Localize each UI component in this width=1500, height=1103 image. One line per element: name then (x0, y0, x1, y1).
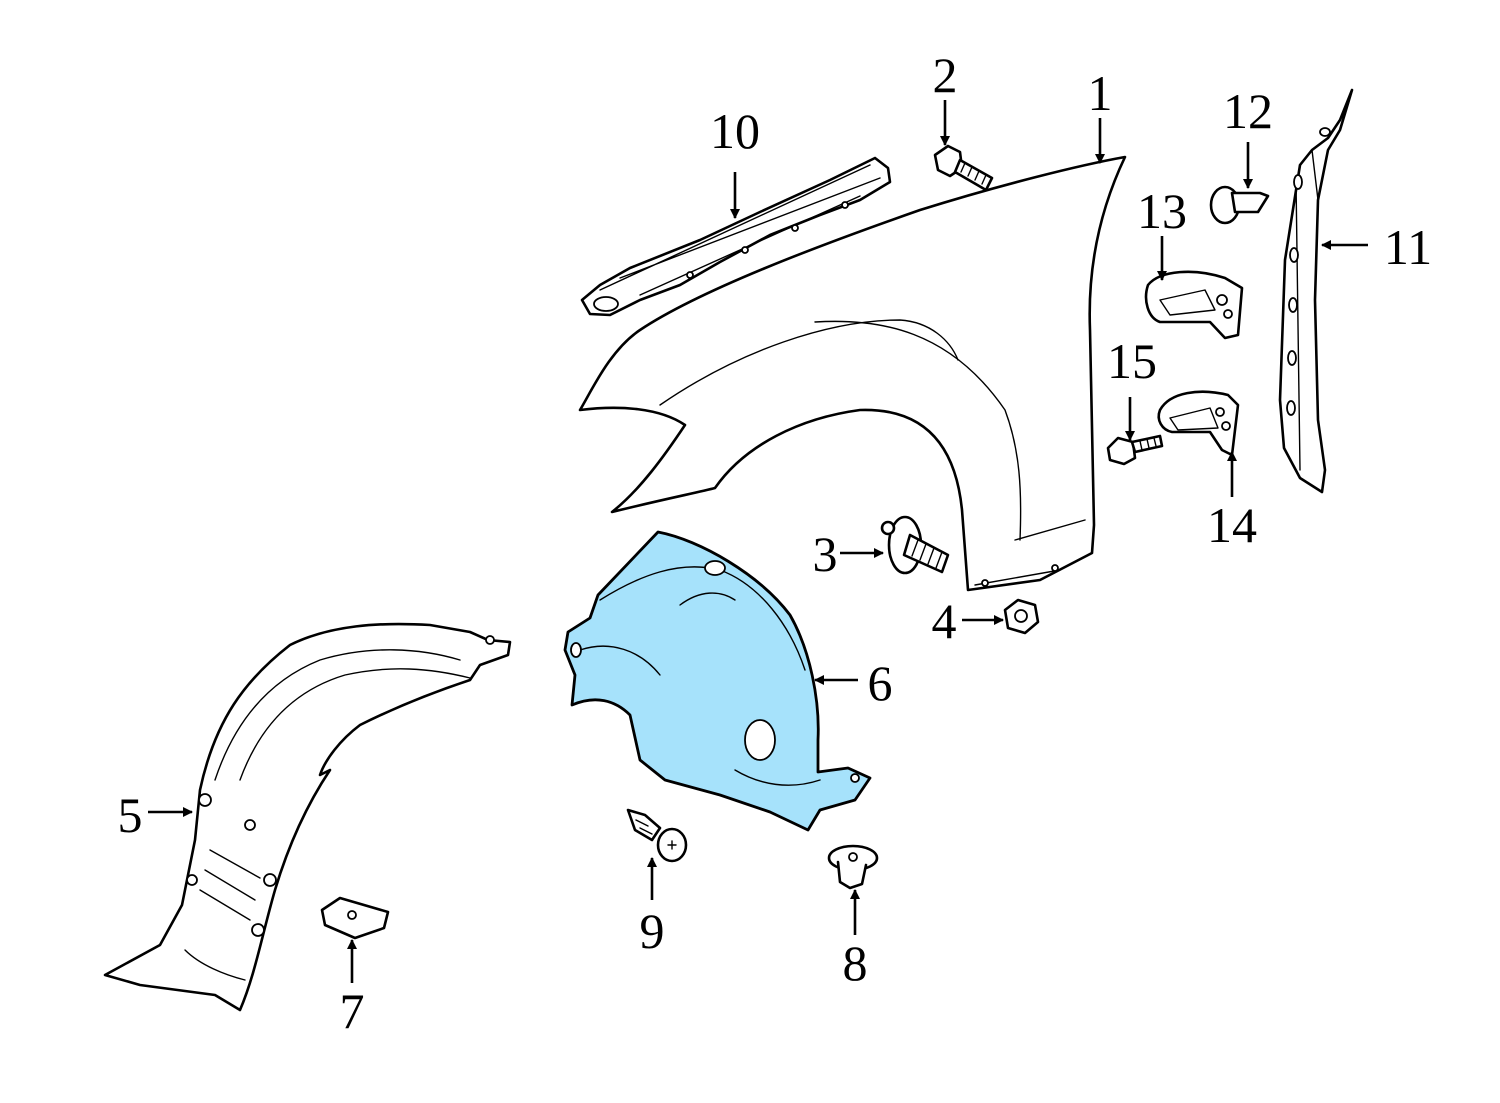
callout-12: 12 (1223, 83, 1273, 139)
callout-9: 9 (640, 903, 665, 959)
callout-14: 14 (1207, 497, 1257, 553)
callout-15: 15 (1107, 333, 1157, 389)
callout-3: 3 (813, 526, 838, 582)
part-3-stud-bolt[interactable] (880, 515, 950, 575)
callout-4: 4 (932, 593, 957, 649)
callout-13: 13 (1137, 183, 1187, 239)
part-6-splash-shield[interactable] (563, 530, 872, 832)
part-9-push-retainer[interactable] (626, 808, 688, 863)
part-1-fender[interactable] (578, 155, 1127, 592)
leader-lines (148, 100, 1368, 983)
callout-5: 5 (118, 787, 143, 843)
part-4-nut[interactable] (1003, 598, 1040, 635)
callout-2: 2 (933, 47, 958, 103)
callout-6: 6 (868, 655, 893, 711)
callout-1: 1 (1088, 65, 1113, 121)
part-11-seal-strip[interactable] (1278, 88, 1354, 494)
part-7-clip-nut[interactable] (320, 896, 390, 940)
part-5-fender-liner[interactable] (103, 622, 512, 1012)
part-10-rail-bracket[interactable] (580, 156, 892, 317)
callout-8: 8 (843, 935, 868, 991)
part-15-bolt[interactable] (1106, 434, 1164, 466)
callout-10: 10 (710, 103, 760, 159)
part-12-push-clip[interactable] (1209, 185, 1270, 225)
part-14-lower-bracket[interactable] (1157, 390, 1240, 457)
part-8-grommet[interactable] (827, 844, 879, 890)
callout-labels: 1 2 3 4 5 6 7 8 9 10 11 12 13 14 15 (118, 47, 1433, 1039)
part-2-bolt[interactable] (933, 144, 994, 192)
part-13-upper-bracket[interactable] (1144, 270, 1244, 340)
callout-11: 11 (1384, 219, 1432, 275)
callout-7: 7 (340, 983, 365, 1039)
